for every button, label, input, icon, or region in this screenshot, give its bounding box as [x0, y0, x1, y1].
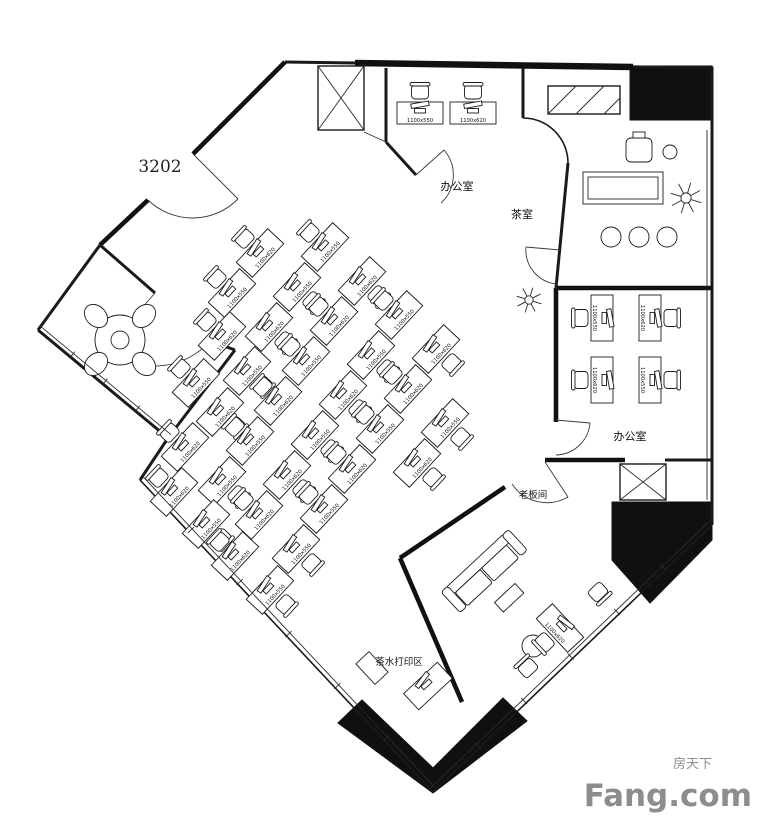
door-tea-room — [525, 246, 561, 285]
stool — [656, 226, 678, 248]
round-table — [94, 314, 146, 366]
desk: 1100x550 — [638, 356, 681, 404]
shafts — [317, 65, 667, 501]
coffee-table — [493, 582, 525, 613]
desk-size-label: 1100x620 — [591, 367, 597, 393]
print-table — [355, 650, 389, 686]
chair — [573, 371, 589, 389]
desk: 1100x550 — [296, 219, 350, 272]
watermark-logo: Fang.com — [584, 778, 752, 814]
desk: 1100x620 — [449, 82, 497, 125]
desk: 1100x620 — [531, 603, 585, 656]
desk: 1100x620 — [193, 308, 247, 361]
chair — [663, 309, 679, 327]
door-boss-room — [511, 461, 569, 504]
desk-size-label: 1100x550 — [591, 305, 597, 331]
desk: 1100x620 — [156, 419, 210, 472]
desk: 1100x550 — [420, 398, 474, 451]
walls — [36, 59, 714, 794]
room-label-print-area: 茶水打印区 — [375, 656, 423, 668]
desk: 1100x550 — [571, 294, 615, 342]
watermark-cn: 房天下 — [673, 756, 712, 772]
tea-counter-strip — [547, 85, 621, 115]
desk: 1100x550 — [271, 524, 325, 577]
desk: 1100x620 — [379, 361, 433, 414]
stool — [600, 226, 622, 248]
desk: 1100x620 — [145, 464, 199, 517]
desk: 1100x620 — [230, 487, 284, 540]
sofa — [441, 530, 527, 613]
stool — [628, 226, 650, 248]
desk — [403, 661, 453, 711]
cup — [662, 144, 678, 160]
desk: 1100x620 — [323, 441, 377, 494]
desk: 1100x550 — [370, 287, 424, 340]
plant — [516, 287, 542, 313]
chair — [663, 371, 679, 389]
desk: 1100x620 — [392, 438, 446, 491]
desk: 1100x550 — [245, 565, 299, 618]
chair — [464, 84, 482, 100]
labels: 3202 办公室 茶室 办公室 老板间 茶水打印区 — [138, 157, 646, 668]
desk: 1100x550 — [295, 481, 349, 534]
desk: 1100x620 — [249, 373, 303, 426]
watermark: 房天下 Fang.com — [584, 756, 752, 814]
chair — [83, 351, 109, 377]
door-office-right — [555, 419, 591, 456]
round-table-group — [83, 303, 157, 377]
desk: 1100x550 — [203, 265, 257, 318]
core-right — [611, 501, 713, 604]
plant — [670, 182, 702, 214]
desk-size-label: 1100x550 — [639, 367, 645, 393]
desk: 1100x550 — [346, 330, 400, 383]
tea-room-furniture — [582, 131, 678, 205]
core-top-right — [629, 65, 713, 121]
room-label-tea-room: 茶室 — [511, 207, 533, 221]
room-label-boss-room: 老板间 — [519, 489, 548, 501]
boss-room-furniture — [441, 530, 545, 658]
desk: 1100x620 — [262, 450, 316, 503]
desk: 1100x620 — [571, 356, 615, 404]
chair — [131, 351, 157, 377]
desk: 1100x620 — [411, 324, 465, 377]
door-office-top — [415, 149, 454, 204]
desk: 1100x620 — [638, 294, 681, 342]
desk-size-label: 1100x620 — [460, 118, 486, 124]
desk: 1100x550 — [396, 82, 444, 125]
kettle — [625, 137, 653, 163]
chair — [83, 303, 109, 329]
window-ticks — [40, 326, 710, 790]
desk: 1100x620 — [206, 528, 260, 581]
chair — [588, 582, 613, 607]
fixed-furniture — [83, 131, 678, 686]
desks-layer: 1100x5501100x6201100x5501100x6201100x620… — [145, 82, 702, 711]
desk: 1100x620 — [305, 293, 359, 346]
room-label-office-top: 办公室 — [441, 179, 474, 193]
chair — [131, 303, 157, 329]
chair — [411, 84, 429, 100]
desk-size-label: 1100x550 — [407, 118, 433, 124]
room-number: 3202 — [138, 157, 181, 177]
desk: 1100x620 — [231, 225, 285, 278]
chair — [513, 653, 538, 678]
room-label-office-right: 办公室 — [614, 429, 647, 443]
desk-size-label: 1100x620 — [639, 305, 645, 331]
core-bottom — [337, 697, 528, 794]
door-entrance — [147, 153, 239, 219]
chair — [573, 309, 589, 327]
